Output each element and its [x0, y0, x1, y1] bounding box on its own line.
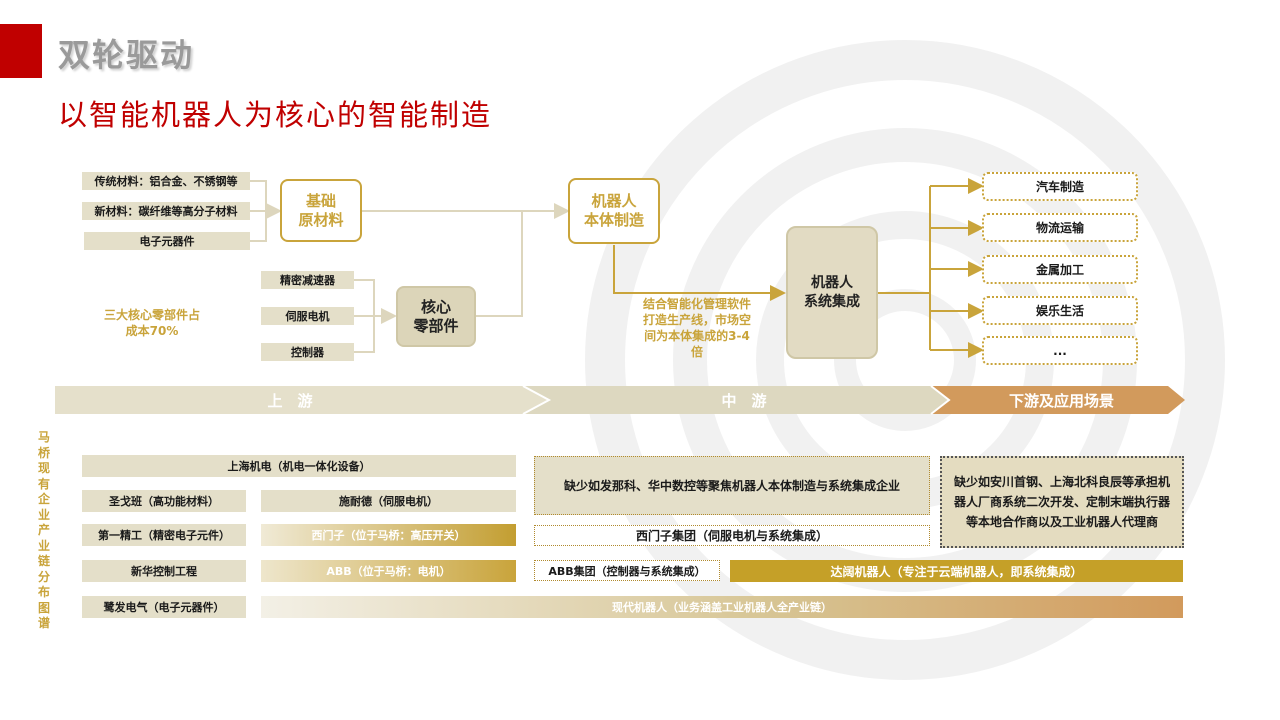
part-servo-motor: 伺服电机: [261, 307, 354, 325]
company-siemens: 西门子（位于马桥：高压开关）: [261, 524, 516, 546]
material-new: 新材料：碳纤维等高分子材料: [82, 202, 250, 220]
company-shanghai-jidian: 上海机电（机电一体化设备）: [82, 455, 516, 477]
basic-materials-box: 基础 原材料: [280, 179, 362, 242]
robot-body-box: 机器人 本体制造: [568, 178, 660, 244]
page-subtitle: 以智能机器人为核心的智能制造: [58, 98, 493, 132]
mid-lacking-box: 缺少如发那科、华中数控等聚焦机器人本体制造与系统集成企业: [534, 456, 930, 515]
company-schneider: 施耐德（伺服电机）: [261, 490, 516, 512]
stage-upstream: 上 游: [267, 391, 313, 410]
app-auto: 汽车制造: [982, 172, 1138, 201]
market-note: 结合智能化管理软件 打造生产线，市场空 间为本体集成的3-4 倍: [642, 297, 751, 359]
down-lacking-box: 缺少如安川首钢、上海北科良辰等承担机器人厂商系统二次开发、定制末端执行器等本地合…: [940, 456, 1184, 548]
app-logistics: 物流运输: [982, 213, 1138, 242]
company-abb: ABB（位于马桥：电机）: [261, 560, 516, 582]
app-more: ...: [982, 336, 1138, 365]
company-xiandai: 现代机器人（业务涵盖工业机器人全产业链）: [261, 596, 1183, 618]
system-integration-box: 机器人 系统集成: [786, 226, 878, 359]
company-siemens-group: 西门子集团（伺服电机与系统集成）: [534, 525, 930, 546]
material-electronics: 电子元器件: [84, 232, 250, 250]
company-diyi-jinggong: 第一精工（精密电子元件）: [82, 524, 246, 546]
company-shengge: 圣戈班（高功能材料）: [82, 490, 246, 512]
core-parts-box: 核心 零部件: [396, 286, 476, 347]
stage-midstream: 中 游: [721, 391, 767, 410]
company-xinhua: 新华控制工程: [82, 560, 246, 582]
company-abb-group: ABB集团（控制器与系统集成）: [534, 560, 720, 581]
part-reducer: 精密减速器: [261, 271, 354, 289]
material-traditional: 传统材料：铝合金、不锈钢等: [82, 172, 250, 190]
title-accent-bar: [0, 24, 42, 78]
part-controller: 控制器: [261, 343, 354, 361]
app-entertainment: 娱乐生活: [982, 296, 1138, 325]
cost-note: 三大核心零部件占 成本70%: [103, 308, 200, 338]
page-title: 双轮驱动: [58, 36, 195, 74]
company-dakuo: 达阔机器人（专注于云端机器人，即系统集成）: [730, 560, 1183, 582]
side-label: 马桥现有企业产业链分布图谱: [37, 430, 50, 630]
company-yingfa: 鹭发电气（电子元器件）: [82, 596, 246, 618]
stage-downstream: 下游及应用场景: [1008, 391, 1114, 410]
app-metal: 金属加工: [982, 255, 1138, 284]
